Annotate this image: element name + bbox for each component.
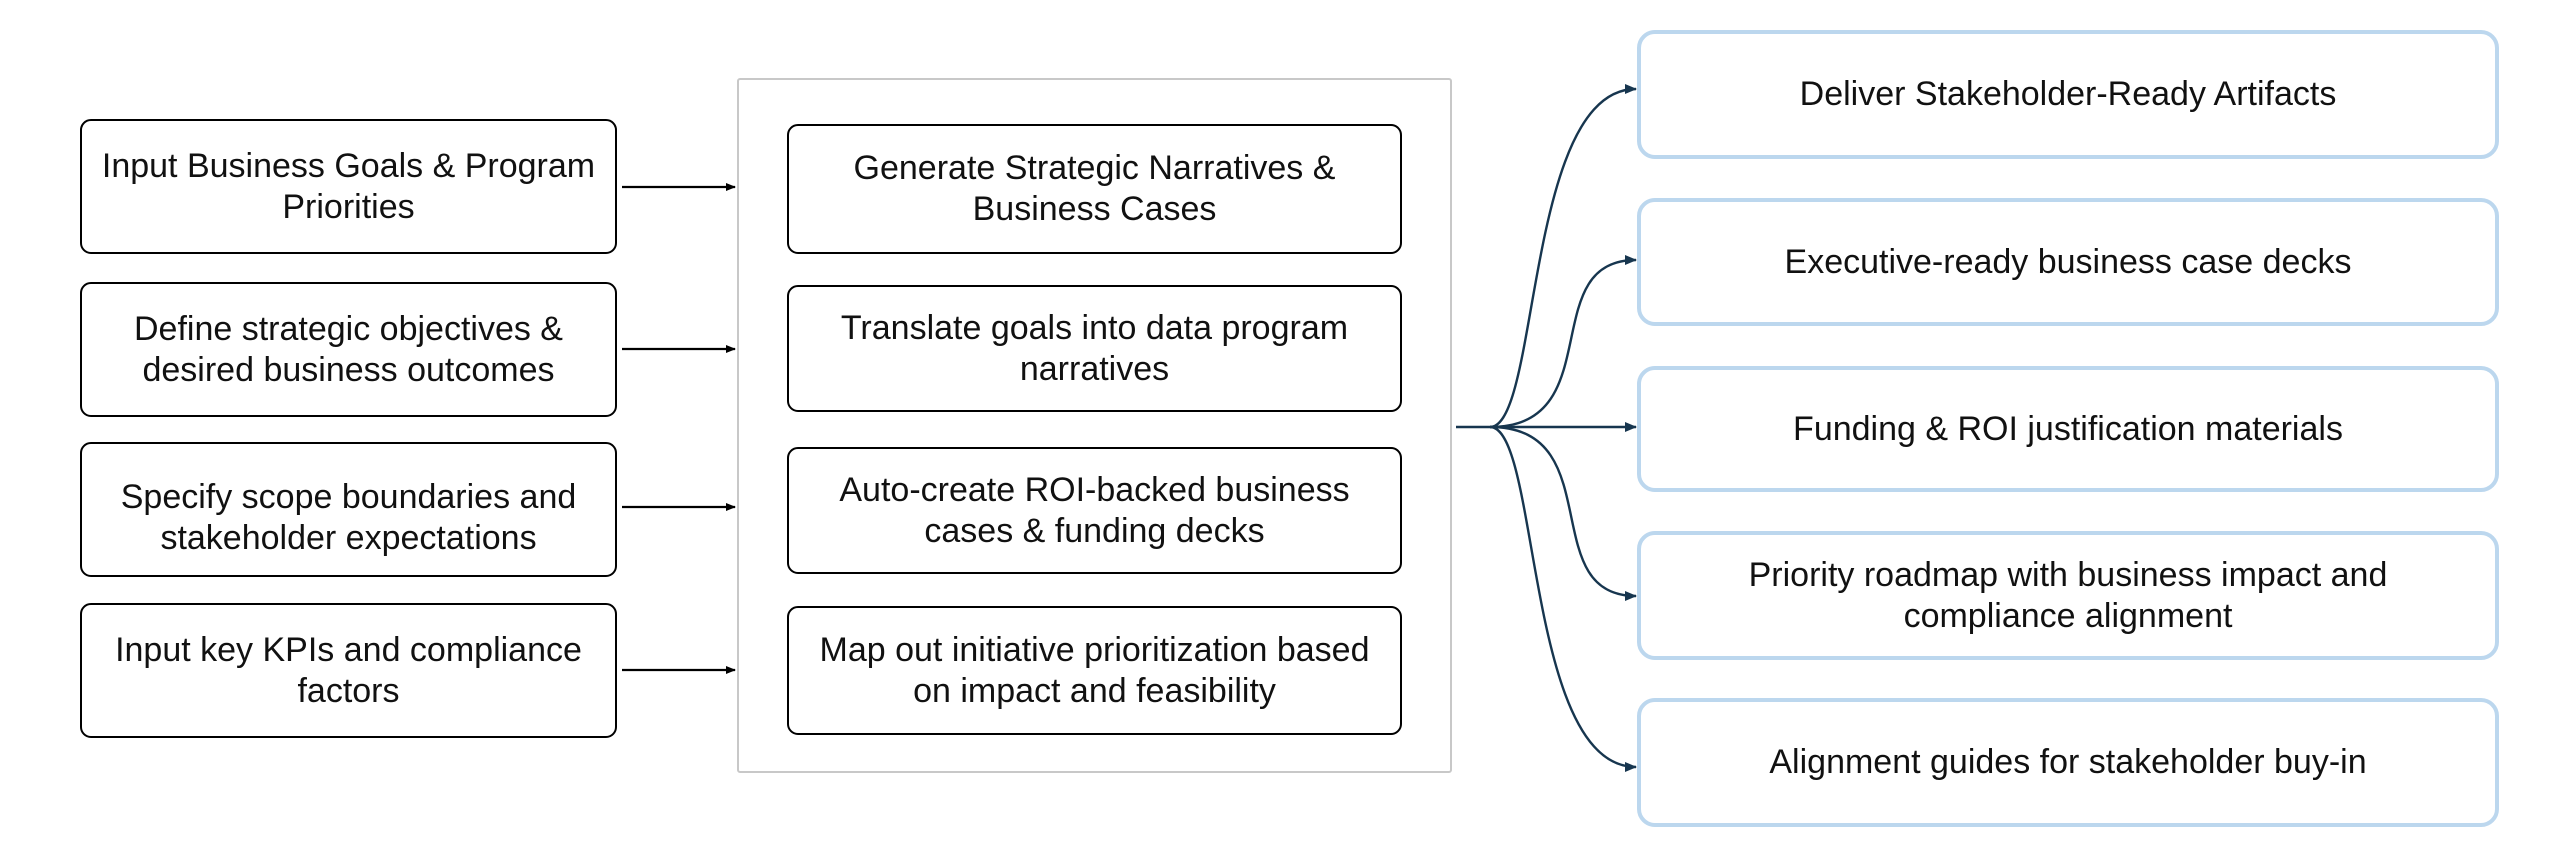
step-box-translate-goals: Translate goals into data program narrat… — [787, 285, 1402, 412]
output-box-stakeholder-artifacts: Deliver Stakeholder-Ready Artifacts — [1637, 30, 2499, 159]
input-label: Input key KPIs and compliance factors — [115, 630, 582, 710]
input-box-business-goals: Input Business Goals & Program Prioritie… — [80, 119, 617, 254]
output-box-alignment-guides: Alignment guides for stakeholder buy-in — [1637, 698, 2499, 827]
step-label: Generate Strategic Narratives & Business… — [853, 149, 1336, 228]
input-label: Specify scope boundaries and stakeholder… — [120, 478, 577, 557]
step-box-strategic-narratives: Generate Strategic Narratives & Business… — [787, 124, 1402, 254]
output-box-executive-decks: Executive-ready business case decks — [1637, 198, 2499, 326]
input-box-strategic-objectives: Define strategic objectives & desired bu… — [80, 282, 617, 417]
input-box-scope-boundaries: Specify scope boundaries and stakeholder… — [80, 442, 617, 577]
step-label: Map out initiative prioritization based … — [819, 630, 1370, 710]
output-connector-5 — [1489, 425, 1637, 772]
step-box-roi-business-cases: Auto-create ROI-backed business cases & … — [787, 447, 1402, 574]
step-box-initiative-prioritization: Map out initiative prioritization based … — [787, 606, 1402, 735]
step-label: Auto-create ROI-backed business cases & … — [839, 470, 1350, 550]
step-label: Translate goals into data program narrat… — [840, 308, 1349, 388]
output-label: Priority roadmap with business impact an… — [1748, 555, 2388, 635]
output-box-priority-roadmap: Priority roadmap with business impact an… — [1637, 531, 2499, 660]
output-label: Deliver Stakeholder-Ready Artifacts — [1799, 75, 2337, 113]
process-frame — [737, 78, 1452, 773]
output-label: Executive-ready business case decks — [1784, 242, 2352, 281]
input-box-kpis-compliance: Input key KPIs and compliance factors — [80, 603, 617, 738]
output-connector-2 — [1489, 255, 1637, 429]
output-label: Funding & ROI justification materials — [1793, 409, 2343, 448]
input-label: Input Business Goals & Program Prioritie… — [101, 146, 596, 226]
input-label: Define strategic objectives & desired bu… — [134, 309, 563, 389]
output-connector-4 — [1489, 425, 1637, 601]
output-box-funding-roi: Funding & ROI justification materials — [1637, 366, 2499, 492]
output-connector-1 — [1489, 84, 1637, 429]
output-label: Alignment guides for stakeholder buy-in — [1769, 743, 2367, 781]
